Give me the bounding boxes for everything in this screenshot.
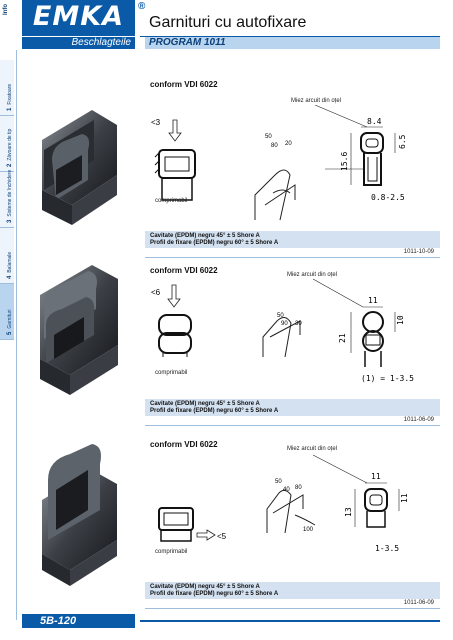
tab-number: 4 <box>7 275 13 279</box>
product-section-3: conform VDI 6022 Miez arcuit din oțel <5… <box>145 435 440 615</box>
spring-core-label: Miez arcuit din oțel <box>291 98 342 104</box>
material-line-2: Profil de fixare (EPDM) negru 60° ± 5 Sh… <box>150 408 279 414</box>
dim-height: 13 <box>344 507 353 517</box>
tab-label: 4 Balamale <box>7 229 13 279</box>
dim-height: 21 <box>338 333 347 343</box>
dim-c: 80 <box>295 485 302 491</box>
tab-sisteme[interactable]: 3 Sisteme de închidere <box>0 169 14 228</box>
tab-number: 1 <box>7 107 13 111</box>
compressible-label: comprimabil <box>155 198 188 204</box>
tab-number: 5 <box>7 331 13 335</box>
product-photos <box>22 50 135 618</box>
dim-upper: 6.5 <box>398 134 407 149</box>
tab-info-label: Info <box>3 4 9 15</box>
header-rule <box>140 36 440 37</box>
tab-text: Fixatoare <box>7 83 13 105</box>
page-title: Garnituri cu autofixare <box>149 14 307 31</box>
side-tabs: 1 Fixatoare 2 Zăvoare de tip 3 Sisteme de î… <box>0 60 14 340</box>
dim-upper: 10 <box>396 315 405 325</box>
tab-number: 3 <box>7 219 13 223</box>
compressible-label: comprimabil <box>155 370 188 376</box>
gasket-photo-1 <box>42 110 117 225</box>
gasket-photo-2 <box>40 265 118 395</box>
tab-fixatoare[interactable]: 1 Fixatoare <box>0 60 14 116</box>
dim-a: 50 <box>277 313 284 319</box>
conform-label: conform VDI 6022 <box>150 80 218 89</box>
dim-a: 50 <box>275 479 282 485</box>
gasket-photo-3 <box>42 444 117 586</box>
dim-b: 80 <box>271 143 278 149</box>
tab-text: Balamale <box>7 251 13 273</box>
material-box: Cavitate (EPDM) negru 45° ± 5 Shore A Pr… <box>145 582 440 599</box>
conform-label: conform VDI 6022 <box>150 266 218 275</box>
footer-rule <box>140 620 440 622</box>
tab-label: 5 Garnituri <box>7 285 13 335</box>
tab-label: 2 Zăvoare de tip <box>7 117 13 167</box>
dim-b: 90 <box>281 321 288 327</box>
material-box: Cavitate (EPDM) negru 45° ± 5 Shore A Pr… <box>145 399 440 416</box>
dim-width: 8.4 <box>367 117 382 126</box>
dim-height: 15.6 <box>340 152 349 171</box>
article-code-row: 1011-10-09 <box>145 249 440 258</box>
article-code-row: 1011-06-09 <box>145 600 440 609</box>
article-code: 1011-06-09 <box>403 417 434 423</box>
tab-garnituri[interactable]: 5 Garnituri <box>0 284 14 340</box>
left-subtitle-bar: Beschlagteile <box>22 37 135 49</box>
dim-a: 50 <box>265 134 272 140</box>
logo-text: EMKA <box>32 1 125 32</box>
spring-core-label: Miez arcuit din oțel <box>287 272 338 278</box>
spring-core-label: Miez arcuit din oțel <box>287 446 338 452</box>
left-subtitle: Beschlagteile <box>71 37 131 48</box>
page-number: 5B-120 <box>40 615 77 627</box>
tab-number: 2 <box>7 163 13 167</box>
material-box: Cavitate (EPDM) negru 45° ± 5 Shore A Pr… <box>145 231 440 248</box>
dim-b: 40 <box>283 487 290 493</box>
material-line-2: Profil de fixare (EPDM) negru 60° ± 5 Sh… <box>150 591 279 597</box>
tab-info[interactable]: Info <box>0 0 14 20</box>
program-label: PROGRAM 1011 <box>149 37 226 48</box>
tab-label: 3 Sisteme de închidere <box>7 169 13 223</box>
tab-text: Sisteme de închidere <box>7 169 13 217</box>
article-code-row: 1011-06-09 <box>145 417 440 426</box>
drawing-2: <6 50 90 30 11 10 21 (1) = 1-3.5 <box>151 278 414 383</box>
product-section-2: conform VDI 6022 Miez arcuit din oțel <6… <box>145 262 440 432</box>
conform-label: conform VDI 6022 <box>150 440 218 449</box>
left-divider <box>16 50 17 620</box>
material-line-1: Cavitate (EPDM) negru 45° ± 5 Shore A <box>150 584 260 590</box>
dim-range: (1) = 1-3.5 <box>361 374 414 383</box>
material-line-2: Profil de fixare (EPDM) negru 60° ± 5 Sh… <box>150 240 279 246</box>
dim-range: 1-3.5 <box>375 544 399 553</box>
page-number-bar: 5B-120 <box>22 614 135 628</box>
compressible-label: comprimabil <box>155 549 188 555</box>
article-code: 1011-10-09 <box>403 249 434 255</box>
material-line-1: Cavitate (EPDM) negru 45° ± 5 Shore A <box>150 233 260 239</box>
dim-upper: 11 <box>400 493 409 503</box>
tab-text: Garnituri <box>7 309 13 329</box>
compress-dim: <6 <box>151 288 161 297</box>
tab-balamale[interactable]: 4 Balamale <box>0 228 14 284</box>
drawing-1: <3 50 80 20 8.4 6.5 15.6 0.8-2.5 <box>151 105 407 221</box>
registered-mark: ® <box>138 1 146 12</box>
compress-dim: <5 <box>217 532 227 541</box>
tab-label: 1 Fixatoare <box>7 61 13 111</box>
dim-c: 30 <box>295 321 302 327</box>
dim-c: 20 <box>285 141 292 147</box>
tab-zavoare[interactable]: 2 Zăvoare de tip <box>0 116 14 172</box>
dim-d: 100 <box>303 527 314 533</box>
product-section-1: conform VDI 6022 Miez arcuit din oțel <3… <box>145 55 440 260</box>
program-bar: PROGRAM 1011 <box>145 37 440 49</box>
material-line-1: Cavitate (EPDM) negru 45° ± 5 Shore A <box>150 401 260 407</box>
dim-range: 0.8-2.5 <box>371 193 405 202</box>
drawing-3: <5 50 40 80 100 11 11 13 1-3.5 <box>158 454 409 553</box>
tab-text: Zăvoare de tip <box>7 128 13 161</box>
dim-width: 11 <box>371 472 381 481</box>
emka-logo: EMKA <box>22 0 135 36</box>
dim-width: 11 <box>368 296 378 305</box>
compress-dim: <3 <box>151 118 161 127</box>
article-code: 1011-06-09 <box>403 600 434 606</box>
